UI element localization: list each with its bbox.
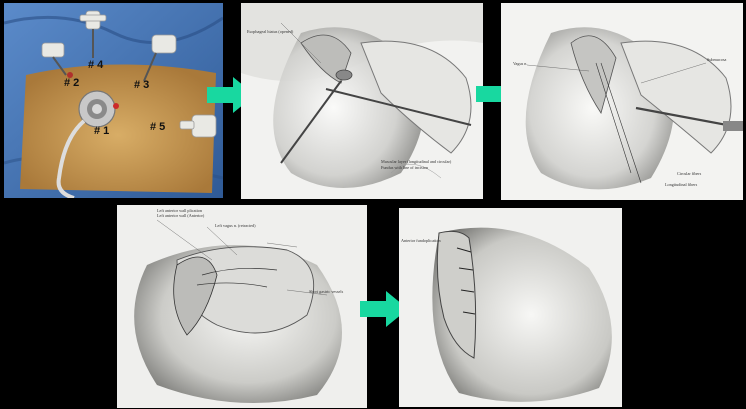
label-vagus-nerve: Vagus n. <box>513 61 527 66</box>
label-short-gastric-vessels: Short gastric vessels <box>309 289 344 294</box>
label-submucosa: Submucosa <box>707 57 726 62</box>
illustration-hiatus-incision: Esophageal hiatus (opened) Muscular laye… <box>241 3 483 199</box>
illustration-5-drawing: Anterior fundoplication <box>399 208 622 407</box>
port-label-3: # 3 <box>134 79 149 91</box>
photo-drawing <box>4 3 223 198</box>
label-muscular-layer: Muscular layer (longitudinal and circula… <box>381 159 452 164</box>
label-left-anterior-wall: Left anterior wall (Anterior) <box>157 213 205 218</box>
port-label-1: # 1 <box>94 125 109 137</box>
illustration-3-drawing: Vagus n. Submucosa Circular fibers Longi… <box>501 3 743 200</box>
illustration-myotomy: Vagus n. Submucosa Circular fibers Longi… <box>501 3 743 200</box>
illustration-2-drawing: Esophageal hiatus (opened) Muscular laye… <box>241 3 483 199</box>
illustration-4-drawing: Left anterior wall plication Left anteri… <box>117 205 367 408</box>
illustration-completed-fundoplication: Anterior fundoplication <box>399 208 622 407</box>
port-label-5: # 5 <box>150 121 165 133</box>
label-esophageal-hiatus: Esophageal hiatus (opened) <box>247 29 294 34</box>
photo-port-placement: # 4 # 2 # 3 # 1 # 5 <box>4 3 223 198</box>
port-label-2: # 2 <box>64 77 79 89</box>
label-anterior-fundoplication: Anterior fundoplication <box>401 238 442 243</box>
label-longitudinal-fibers: Longitudinal fibers <box>665 182 698 187</box>
illustration-fundoplication-suturing: Left anterior wall plication Left anteri… <box>117 205 367 408</box>
port-label-4: # 4 <box>88 59 103 71</box>
label-left-vagus-retracted: Left vagus n. (retracted) <box>215 223 256 228</box>
label-circular-fibers: Circular fibers <box>677 171 702 176</box>
label-fundus-incision: Fundus with line of incision <box>381 165 429 170</box>
